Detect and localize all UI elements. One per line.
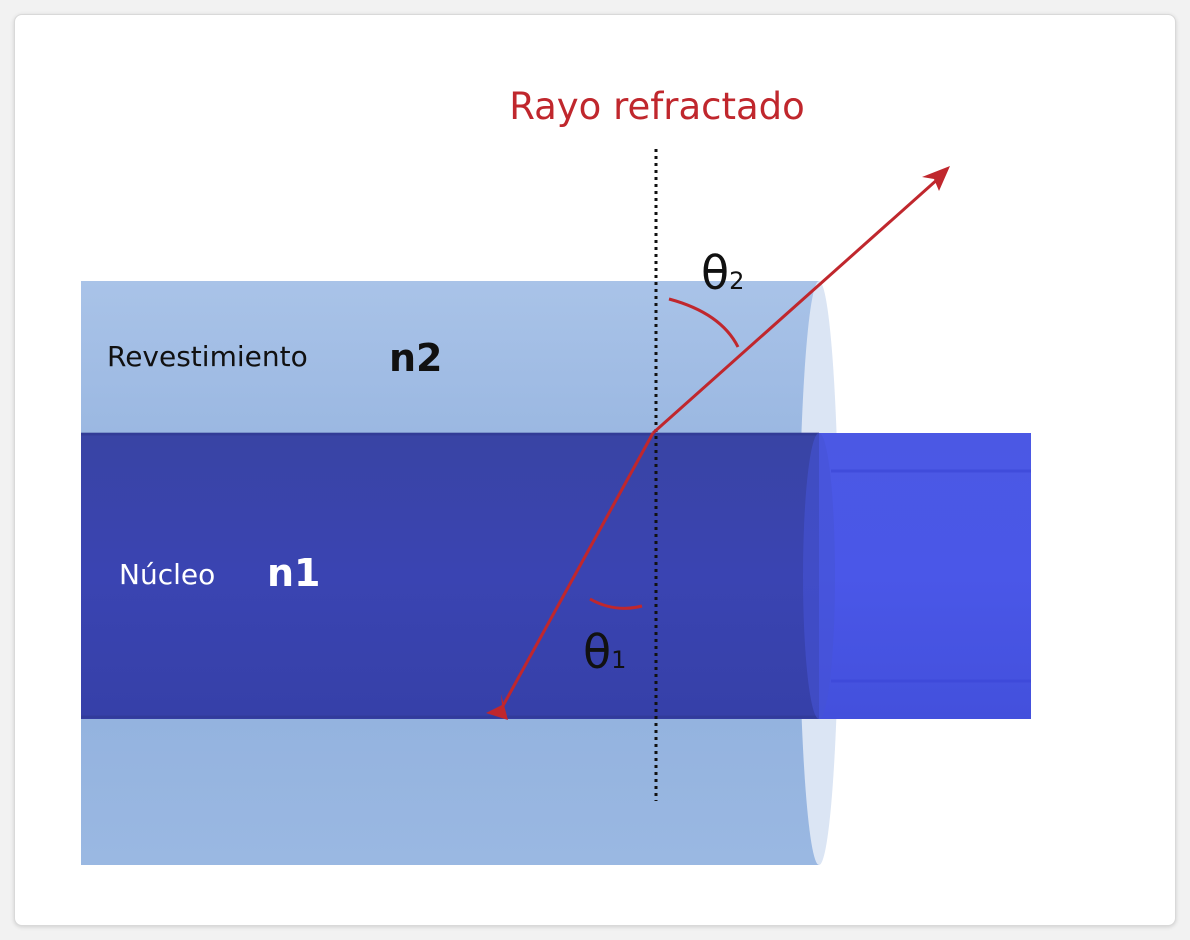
theta2-symbol: θ xyxy=(701,246,729,300)
theta2-subscript: 2 xyxy=(729,267,744,295)
core-body xyxy=(81,433,819,719)
theta1-label: θ1 xyxy=(583,625,626,679)
cladding-index-label: n2 xyxy=(389,336,443,380)
theta1-symbol: θ xyxy=(583,625,611,679)
cladding-label: Revestimiento xyxy=(107,340,308,373)
diagram-title: Rayo refractado xyxy=(509,85,805,128)
theta2-label: θ2 xyxy=(701,246,744,300)
core-index-label: n1 xyxy=(267,551,321,595)
core-exposed-segment xyxy=(819,433,1031,719)
core-label: Núcleo xyxy=(119,558,215,591)
theta2-angle-arc xyxy=(668,297,740,348)
refracted-ray xyxy=(652,176,940,435)
incident-ray-arrowhead xyxy=(486,694,508,720)
incident-ray xyxy=(497,432,655,714)
refracted-ray-arrowhead xyxy=(922,166,950,191)
theta1-subscript: 1 xyxy=(611,646,626,674)
diagram-card: Rayo refractado θ2 θ1 Revestimiento n2 N… xyxy=(14,14,1176,926)
fiber-refraction-diagram: Rayo refractado θ2 θ1 Revestimiento n2 N… xyxy=(81,85,1031,865)
core-end-face xyxy=(803,433,835,719)
theta1-angle-arc xyxy=(589,597,643,610)
